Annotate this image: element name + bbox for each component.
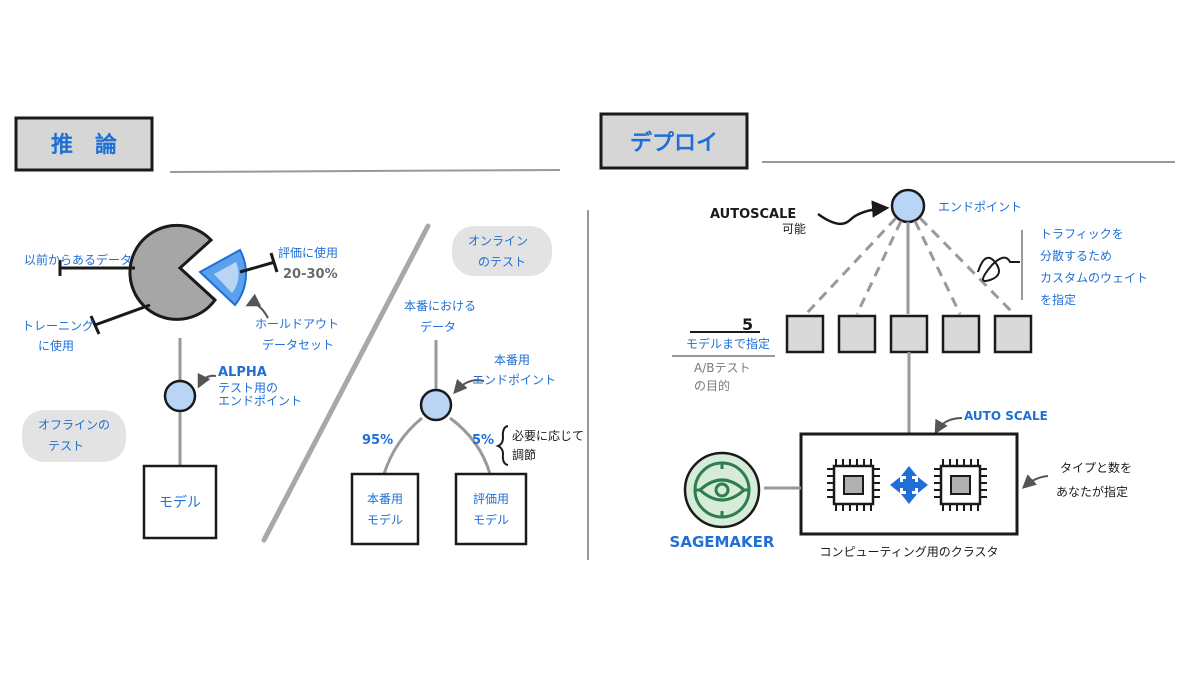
training-line [94,303,151,327]
eval-line-tick [269,252,279,273]
inference-title: 推 論 [51,132,118,158]
cluster-label: コンピューティング用のクラスタ [819,545,998,559]
sagemaker-label: SAGEMAKER [670,533,775,551]
alpha-line2: エンドポイント [218,394,302,408]
prod-data-label-2: データ [420,319,456,334]
split-note-brace [495,425,509,466]
deploy-endpoint-node [890,188,926,224]
auto-scale-arrow [934,417,963,435]
offline-label-2: テスト [48,439,84,453]
eval-slice-inner [214,262,239,293]
online-test-bubble [452,226,552,276]
model-label: モデル [159,494,201,511]
eval-ratio: 20-30% [283,267,338,282]
route-line-4 [913,220,962,315]
route-line-5 [918,216,1016,316]
traffic-squiggle [977,256,1020,282]
training-line-tick [89,315,101,335]
traffic-label-2: 分散するため [1040,248,1112,263]
alpha-title: ALPHA [218,365,267,380]
autoscale-sub: 可能 [782,222,806,236]
deploy-title: デプロイ [630,130,718,156]
pacman-data-chart [128,223,218,321]
eval-model-box [454,472,528,546]
eval-model-label-1: 評価用 [473,491,509,506]
ab-label-2: の目的 [694,378,730,393]
inference-title-box [14,116,154,172]
prod-model-label-1: 本番用 [367,492,403,506]
prod-data-label-1: 本番における [404,299,476,313]
prod-endpoint-label-2: エンドポイント [472,373,556,387]
ab-label-1: A/Bテスト [694,361,751,375]
online-label-1: オンライン [468,234,528,248]
split-note-2: 調節 [512,447,536,462]
split-right-line [449,416,492,475]
eval-model-label-2: モデル [473,512,509,527]
split-right-value: 5% [472,433,494,448]
cpu-chip-icon-right [934,459,987,511]
split-note-1: 必要に応じて [512,429,584,443]
autoscale-label: AUTOSCALE [710,207,796,222]
traffic-label-4: を指定 [1040,292,1076,307]
traffic-label-1: トラフィックを [1040,227,1124,241]
online-label-2: のテスト [478,255,526,269]
deploy-model-2 [837,314,877,354]
model-count: 5 [742,315,753,334]
holdout-label-1: ホールドアウト [255,317,339,331]
eval-label: 評価に使用 [278,245,338,260]
deploy-model-4 [941,314,981,354]
prod-model-label-2: モデル [367,512,403,527]
deploy-title-box [599,112,749,170]
prod-endpoint-arrow [453,378,485,395]
inference-title-rule [169,169,561,173]
prod-model-box [350,472,420,546]
split-left-value: 95% [362,433,393,448]
autoscale-arrow [817,200,890,226]
deploy-endpoint-label: エンドポイント [938,200,1022,214]
inference-section: 推 論 以前からあるデータ 評価に使用 20-30% トレーニング に使用 ホー… [14,116,584,546]
deploy-model-5 [993,314,1033,354]
alpha-arrow [197,372,217,389]
pacman-left-label: 以前からあるデータ [24,252,132,267]
traffic-label-3: カスタムのウェイト [1040,271,1148,285]
offline-label-1: オフラインの [38,418,110,432]
sagemaker-logo [683,451,761,529]
auto-scale-label: AUTO SCALE [964,409,1048,423]
type-count-arrow [1021,474,1049,489]
offline-test-bubble [22,410,126,462]
alpha-line1: テスト用の [218,381,278,395]
holdout-label-2: データセット [262,337,334,352]
deploy-section: デプロイ エンドポイント AUTOSCALE 可能 トラフィックを 分散するため… [599,112,1175,559]
route-line-2 [855,220,903,315]
model-count-note: モデルまで指定 [686,336,770,351]
type-label-1: タイプと数を [1060,460,1132,475]
route-line-1 [804,216,898,316]
model-box [142,464,218,540]
scale-arrows-icon [890,466,928,504]
type-label-2: あなたが指定 [1056,484,1128,499]
split-left-line [382,416,423,475]
prod-endpoint-node [419,388,453,422]
prod-endpoint-label-1: 本番用 [494,353,530,367]
offline-online-divider [261,223,431,543]
alpha-endpoint-node [163,379,197,413]
training-label-2: に使用 [38,338,74,353]
holdout-arrow [245,293,269,319]
deploy-model-1 [785,314,825,354]
training-label-1: トレーニング [22,319,94,333]
deploy-model-3 [889,314,929,354]
eval-line [239,260,276,274]
cpu-chip-icon-left [827,459,880,511]
